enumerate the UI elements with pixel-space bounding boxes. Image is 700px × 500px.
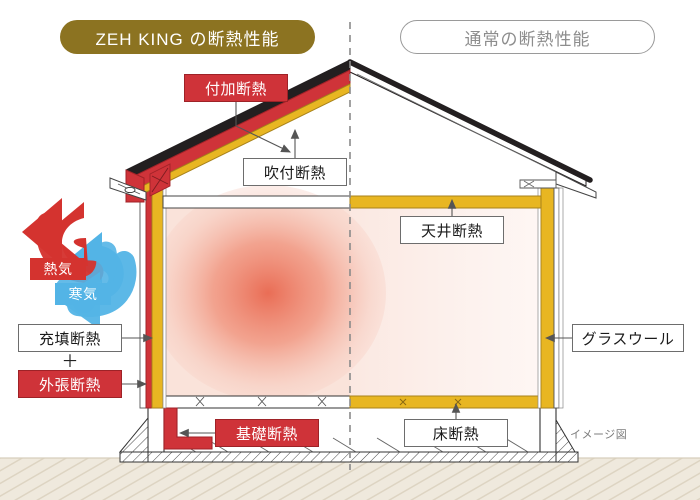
label-floor-insulation: 床断熱 [404, 419, 508, 447]
label-cold-air: 寒気 [55, 283, 111, 305]
label-spray-insulation: 吹付断熱 [243, 158, 347, 186]
foundation-structure [118, 406, 579, 463]
right-wall-assembly [537, 187, 564, 409]
label-glass-wool: グラスウール [572, 324, 684, 352]
floor-assembly [147, 395, 557, 409]
label-cavity-insulation: 充填断熱 [18, 324, 122, 352]
badge-zeh-king-performance: ZEH KING の断熱性能 [60, 20, 315, 54]
hot-air-arrow-red [48, 202, 88, 266]
image-disclaimer-caption: イメージ図 [570, 429, 628, 441]
ceiling-assembly [162, 195, 542, 209]
left-wall-assembly [139, 187, 167, 409]
floor-insulation-yellow [349, 395, 557, 409]
label-hot-air: 熱気 [30, 258, 86, 280]
label-foundation-insulation: 基礎断熱 [215, 419, 319, 447]
label-ceiling-insulation: 天井断熱 [400, 216, 504, 244]
left-roof-insulated [109, 59, 351, 203]
glass-wool-yellow-right [540, 187, 555, 409]
ceiling-insulation-yellow [349, 195, 542, 209]
foundation-insulation-red [163, 407, 213, 450]
cavity-insulation-yellow-left [151, 187, 164, 409]
exterior-insulation-red-left [145, 187, 153, 409]
label-exterior-insulation: 外張断熱 [18, 370, 122, 398]
callout-leaders [122, 102, 572, 438]
label-added-insulation: 付加断熱 [184, 74, 288, 102]
label-plus-connector: ＋ [61, 351, 79, 371]
badge-standard-performance: 通常の断熱性能 [400, 20, 655, 54]
right-roof-uninsulated [347, 59, 597, 199]
